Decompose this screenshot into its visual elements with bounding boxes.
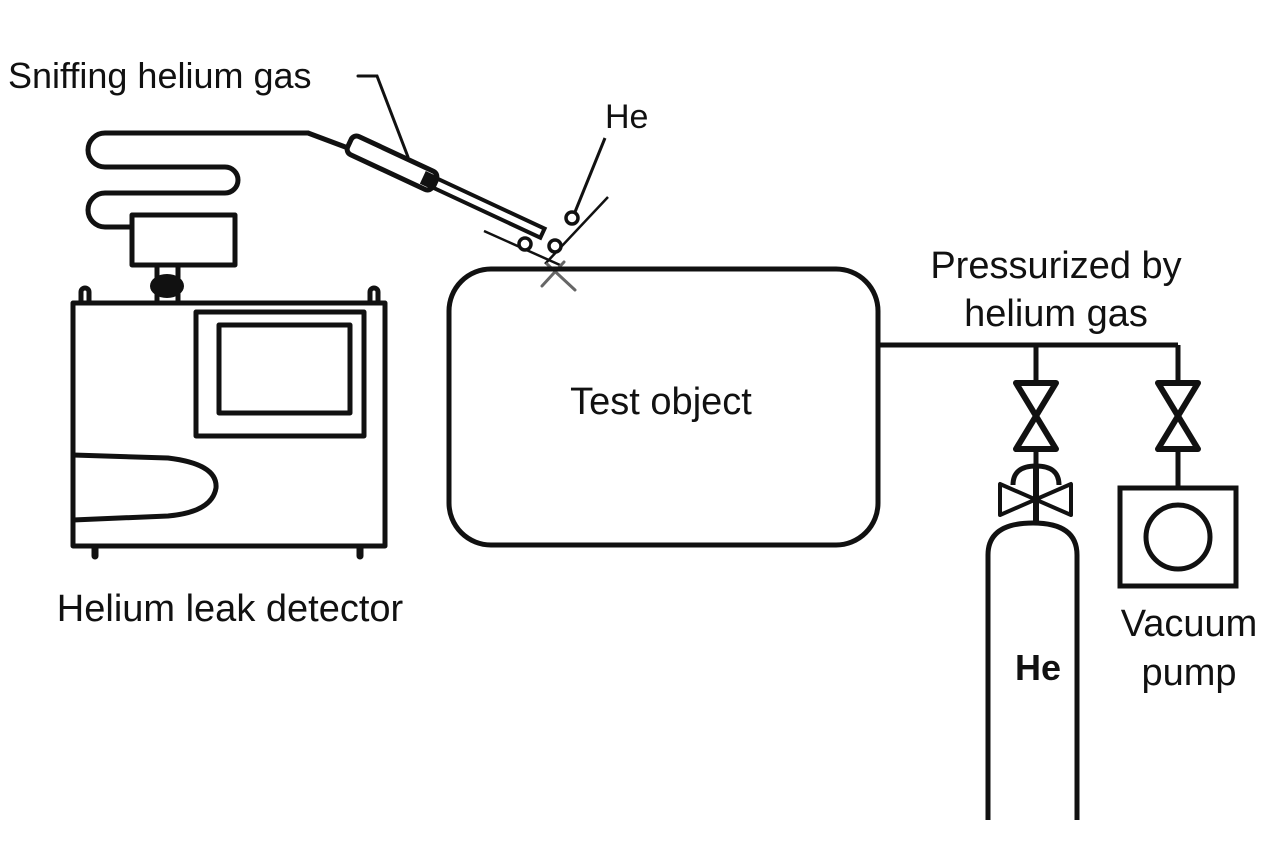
pump-valve <box>1155 380 1201 452</box>
sniffing-label: Sniffing helium gas <box>8 55 312 96</box>
helium-supply-piping <box>878 342 1181 488</box>
helium-bubble <box>547 238 563 254</box>
hose-connector-box <box>129 212 238 268</box>
detector-handle-left <box>78 285 92 306</box>
cylinder-valve <box>1013 380 1059 452</box>
cylinder-label: He <box>1015 647 1061 688</box>
test-object-vessel <box>446 266 881 548</box>
leak-mark <box>540 260 577 292</box>
helium-leak-point <box>483 137 609 267</box>
helium-leak-detector <box>70 130 388 560</box>
vacuum-pump-label-line2: pump <box>1141 652 1236 694</box>
vacuum-pump <box>1117 485 1239 589</box>
cylinder-regulator <box>998 482 1073 517</box>
helium-bubble <box>517 236 533 252</box>
detector-label: Helium leak detector <box>57 588 404 630</box>
cylinder-body <box>985 520 1080 820</box>
vacuum-pump-body <box>1117 485 1239 589</box>
detector-handle-right <box>367 285 381 306</box>
detector-front-curve <box>70 452 219 523</box>
pressurized-label-line1: Pressurized by <box>930 245 1181 287</box>
vacuum-pump-label-line1: Vacuum <box>1121 603 1258 645</box>
detector-display-frame <box>193 309 367 439</box>
pressurized-label-line2: helium gas <box>964 293 1148 335</box>
test-object-label: Test object <box>570 381 752 423</box>
he-gas-label: He <box>605 98 648 136</box>
helium-bubble <box>564 210 580 226</box>
connector-knob <box>150 274 184 298</box>
detector-body <box>70 300 388 549</box>
probe-tip <box>430 176 548 241</box>
sniffer-hose <box>305 130 351 151</box>
sniffer-probe <box>344 133 548 241</box>
sniffer-hose-coil <box>85 130 311 230</box>
sniffing-label-leader <box>356 74 410 159</box>
detector-display-screen <box>216 322 353 416</box>
helium-cylinder <box>985 463 1080 820</box>
vacuum-pump-rotor <box>1143 502 1213 572</box>
